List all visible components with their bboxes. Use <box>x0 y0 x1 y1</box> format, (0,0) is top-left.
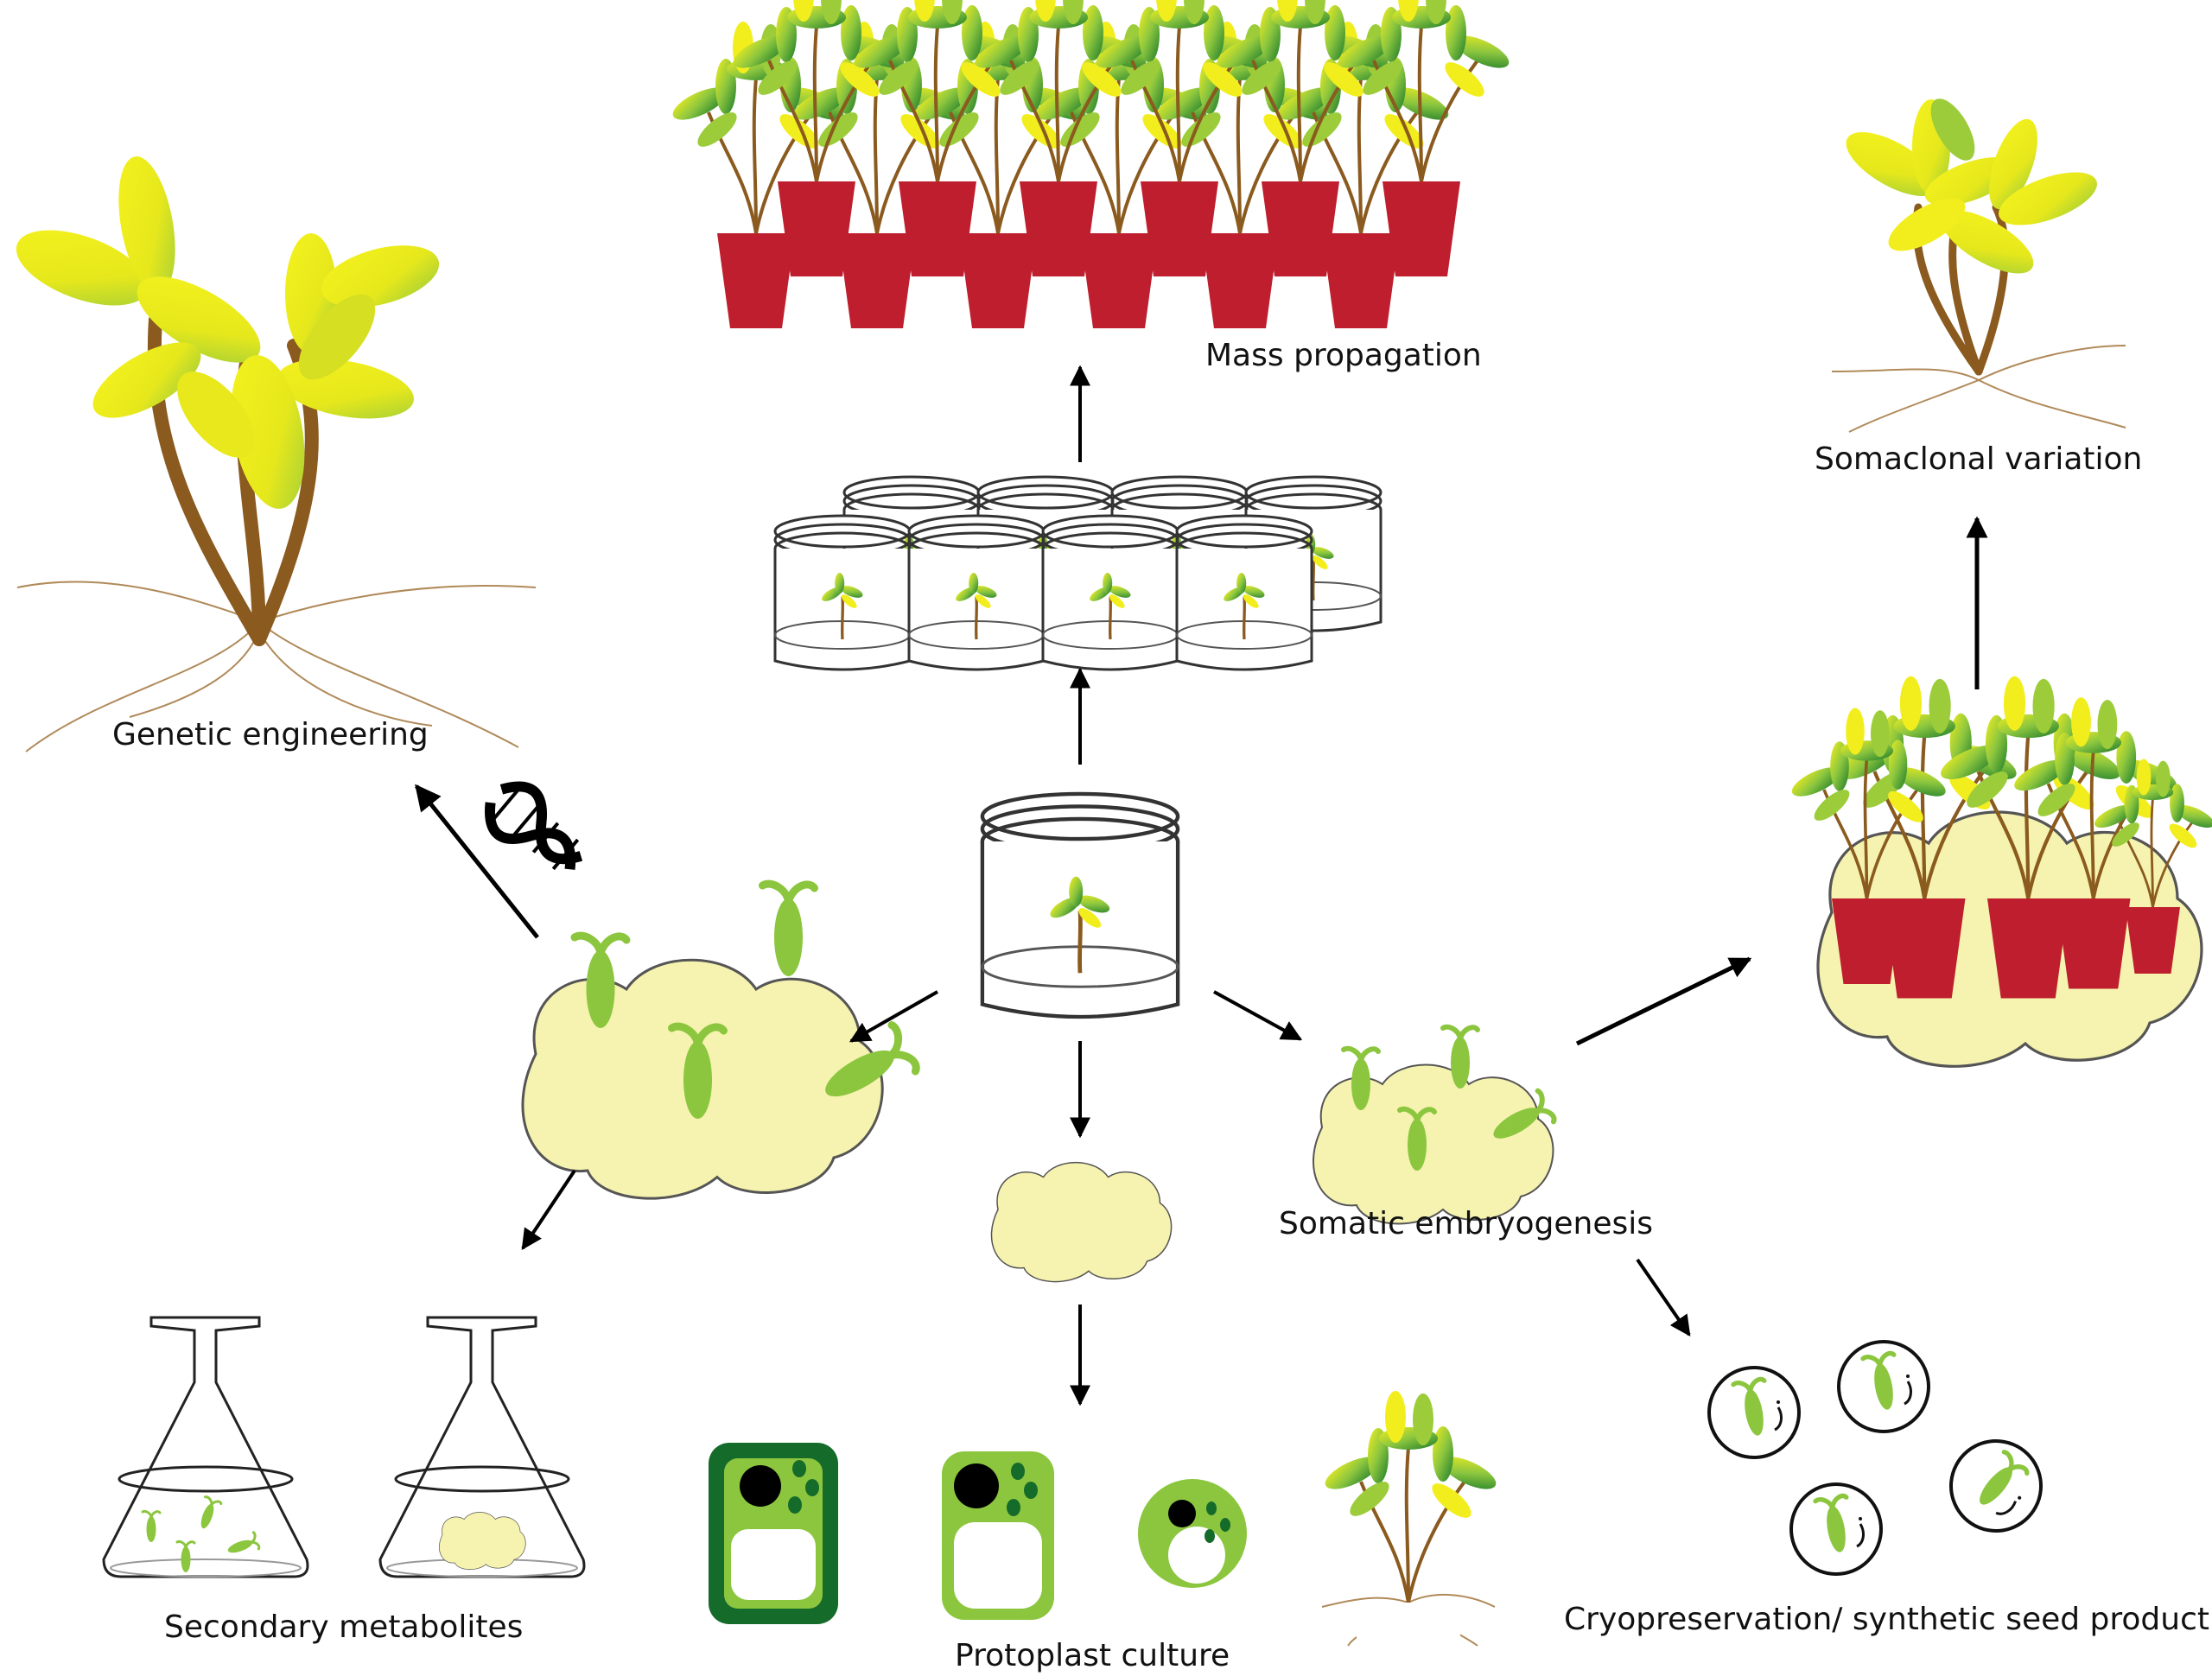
label-mass-propagation: Mass propagation <box>1205 338 1482 373</box>
synthetic-seeds <box>1709 1342 2059 1574</box>
dna-icon <box>485 781 583 871</box>
callus-left <box>521 884 919 1200</box>
label-secondary-metabolites: Secondary metabolites <box>164 1609 523 1645</box>
callus-somatic-embryogenesis <box>1312 1027 1556 1225</box>
label-protoplast-culture: Protoplast culture <box>955 1638 1230 1673</box>
regenerated-plant <box>1319 1389 1503 1676</box>
callus-right-with-plants <box>1786 676 2212 1068</box>
flask-left <box>102 1316 309 1578</box>
label-genetic-engineering: Genetic engineering <box>112 717 429 752</box>
mass-propagation-illustration <box>666 0 1516 330</box>
label-cryopreservation: Cryopreservation/ synthetic seed product… <box>1564 1602 2212 1637</box>
arrow-to-secondary-metabolites <box>521 1169 576 1250</box>
arrow-to-somatic-callus <box>1213 990 1303 1041</box>
culture-jars-grid <box>775 477 1381 670</box>
arrow-to-left-callus <box>849 990 938 1043</box>
arrow-to-genetic-engineering <box>415 784 539 939</box>
protoplast-cell-3 <box>1138 1479 1247 1588</box>
central-culture-jar <box>982 794 1178 1017</box>
callus-protoplast <box>990 1161 1173 1283</box>
label-somaclonal-variation: Somaclonal variation <box>1815 441 2142 477</box>
protoplast-cell-1 <box>709 1443 838 1624</box>
label-somatic-embryogenesis: Somatic embryogenesis <box>1279 1206 1653 1241</box>
flask-right <box>378 1316 586 1578</box>
protoplast-cell-2 <box>942 1451 1054 1620</box>
genetic-engineering-plant <box>16 156 537 752</box>
arrows <box>415 365 1988 1406</box>
somaclonal-variation-plant <box>1831 98 2126 433</box>
arrow-to-plant-callus <box>1575 956 1752 1046</box>
arrow-to-cryopreservation <box>1636 1258 1691 1336</box>
